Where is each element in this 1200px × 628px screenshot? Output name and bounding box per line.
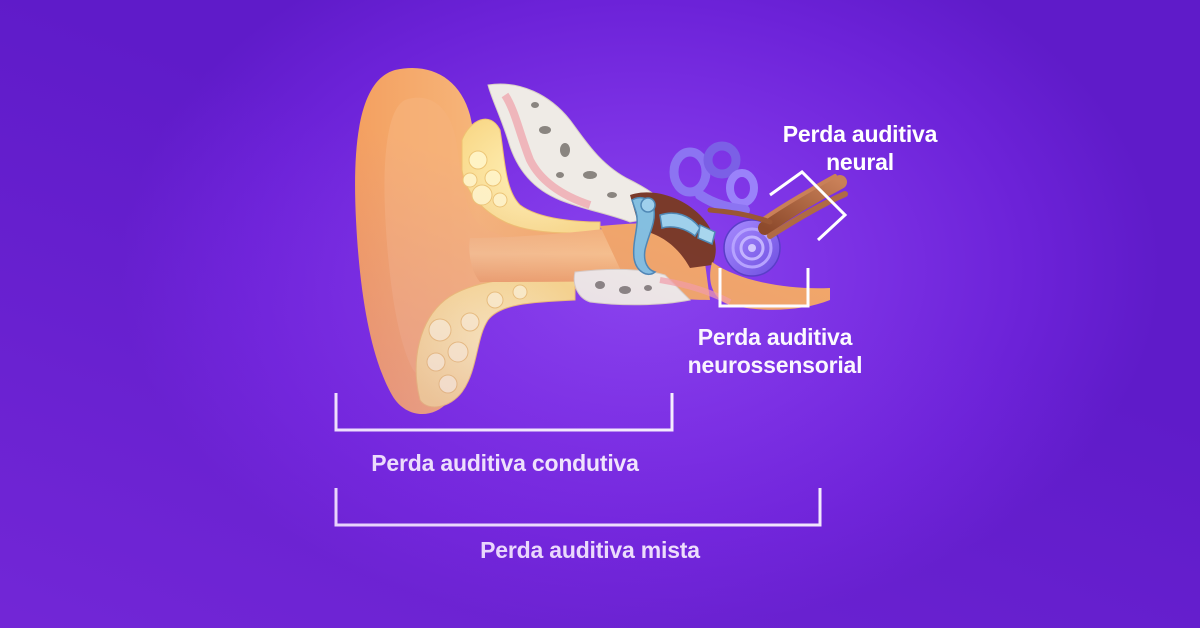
bracket-mista	[334, 488, 822, 527]
fat-tissue-upper	[461, 118, 601, 234]
fat-tissue-lower	[415, 275, 576, 408]
temporal-bone-upper	[487, 83, 671, 223]
label-neural-line-2: neural	[826, 149, 894, 175]
label-sensorineural-hearing-loss: Perda auditiva neurossensorial	[670, 323, 880, 379]
middle-ear	[630, 192, 716, 276]
semicircular-canals	[669, 141, 758, 215]
bracket-neurossensorial	[718, 268, 810, 308]
auditory-nerve	[707, 174, 848, 239]
label-neurossensorial-line-2: neurossensorial	[687, 352, 863, 378]
bracket-neural	[769, 170, 848, 242]
inner-ear-tissue	[659, 262, 830, 310]
label-neurossensorial-line-1: Perda auditiva	[697, 324, 853, 350]
label-neural-hearing-loss: Perda auditiva neural	[760, 120, 960, 176]
label-conductive-hearing-loss: Perda auditiva condutiva	[371, 450, 639, 476]
bracket-condutiva	[334, 393, 674, 432]
label-neural-line-1: Perda auditiva	[782, 121, 938, 147]
label-mixed-hearing-loss: Perda auditiva mista	[480, 537, 700, 563]
